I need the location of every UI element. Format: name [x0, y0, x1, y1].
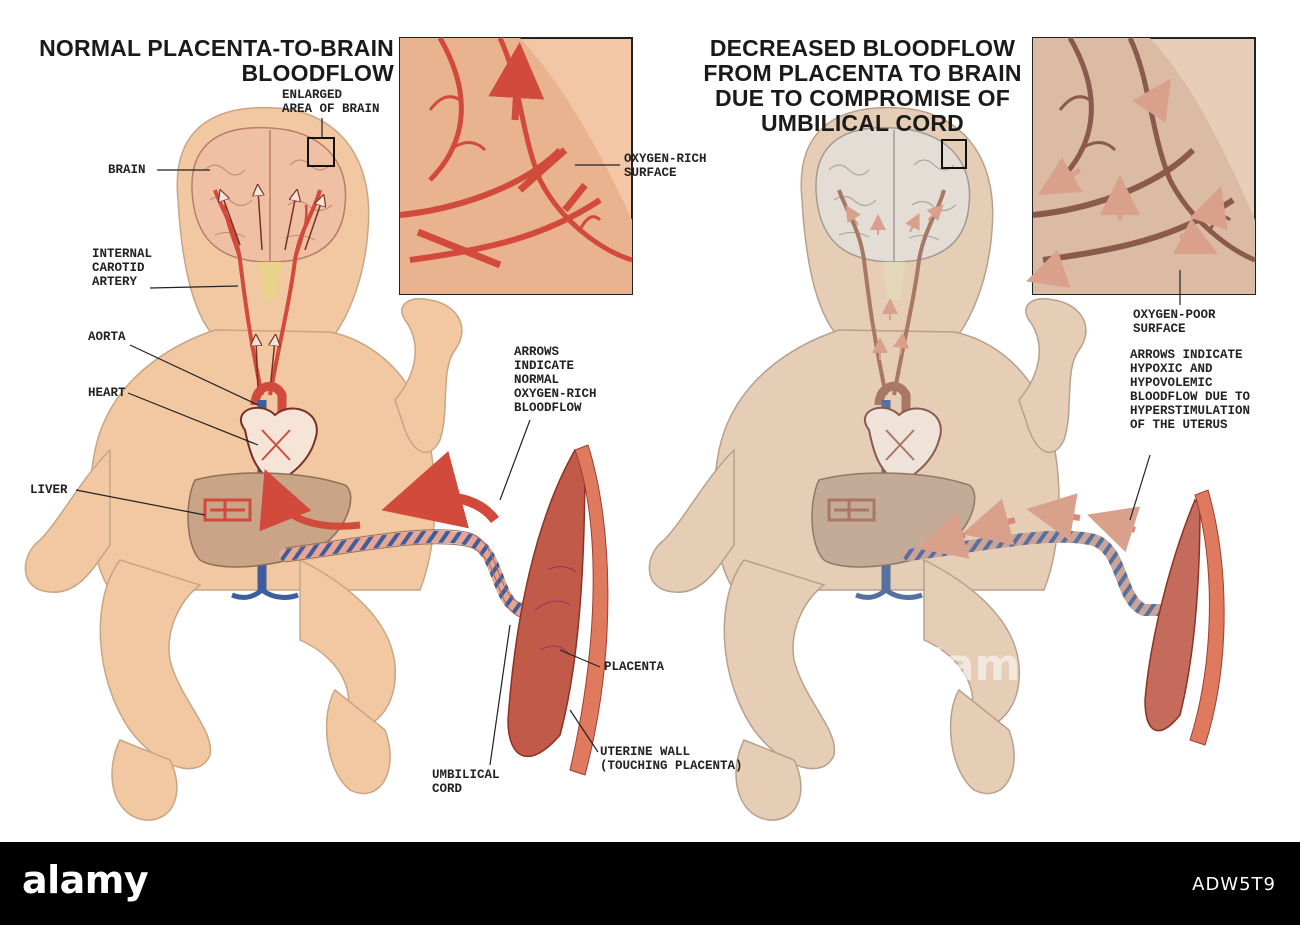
label-arrows-normal-bloodflow: ARROWS INDICATE NORMAL OXYGEN-RICH BLOOD…	[514, 345, 597, 415]
right-aorta	[874, 381, 911, 520]
left-placenta	[507, 444, 609, 776]
right-heart	[864, 406, 942, 487]
right-leader-lines	[1129, 270, 1181, 521]
left-baby	[24, 106, 609, 821]
label-uterine-wall: UTERINE WALL (TOUCHING PLACENTA)	[600, 745, 743, 773]
right-panel-title: DECREASED BLOODFLOW FROM PLACENTA TO BRA…	[690, 36, 1035, 136]
footer-image-id: ADW5T9	[1192, 874, 1276, 895]
left-umbilical-cord	[279, 530, 556, 616]
left-enlarged-area-box	[307, 137, 335, 167]
right-brain-inset	[1026, 36, 1256, 295]
label-arrows-hypoxic-bloodflow: ARROWS INDICATE HYPOXIC AND HYPOVOLEMIC …	[1130, 348, 1251, 432]
label-oxygen-rich-surface: OXYGEN-RICH SURFACE	[624, 152, 707, 180]
label-enlarged-area: ENLARGED AREA OF BRAIN	[282, 88, 380, 116]
watermark-left: alamy	[175, 640, 324, 691]
left-carotid-arteries	[213, 189, 322, 396]
right-title-line-1: DECREASED BLOODFLOW	[709, 35, 1016, 61]
left-title-line-1: NORMAL PLACENTA-TO-BRAIN	[39, 35, 394, 61]
label-aorta: AORTA	[88, 330, 126, 344]
right-placenta	[1144, 489, 1225, 746]
left-cord-flow-arrow	[381, 451, 499, 529]
right-brain-flow-arrows	[845, 204, 944, 360]
right-title-line-3: DUE TO COMPROMISE OF	[715, 85, 1010, 111]
label-internal-carotid-artery: INTERNAL CAROTID ARTERY	[92, 247, 153, 289]
left-title-line-2: BLOODFLOW	[241, 60, 394, 86]
label-heart: HEART	[88, 386, 126, 400]
label-brain: BRAIN	[108, 163, 146, 177]
footer-logo: alamy	[22, 858, 149, 902]
label-placenta: PLACENTA	[604, 660, 665, 674]
label-liver: LIVER	[30, 483, 68, 497]
right-baby	[648, 106, 1225, 821]
right-cord-flow-arrows	[916, 493, 1141, 559]
footer-bar: alamy ADW5T9	[0, 842, 1300, 925]
left-brain-flow-arrows	[222, 190, 322, 391]
left-brain-inset	[399, 38, 633, 295]
right-title-line-2: FROM PLACENTA TO BRAIN	[703, 60, 1022, 86]
label-umbilical-cord: UMBILICAL CORD	[432, 768, 500, 796]
watermark-right: alamy	[900, 640, 1049, 691]
left-liver-flow-arrow	[259, 469, 361, 532]
left-leader-lines	[75, 118, 620, 766]
label-oxygen-poor-surface: OXYGEN-POOR SURFACE	[1133, 308, 1216, 336]
right-title-line-4: UMBILICAL CORD	[761, 110, 964, 136]
left-aorta	[250, 381, 287, 520]
left-panel-title: NORMAL PLACENTA-TO-BRAIN BLOODFLOW	[28, 36, 394, 86]
diagram-illustration	[24, 0, 1256, 821]
right-enlarged-area-box	[941, 139, 967, 169]
